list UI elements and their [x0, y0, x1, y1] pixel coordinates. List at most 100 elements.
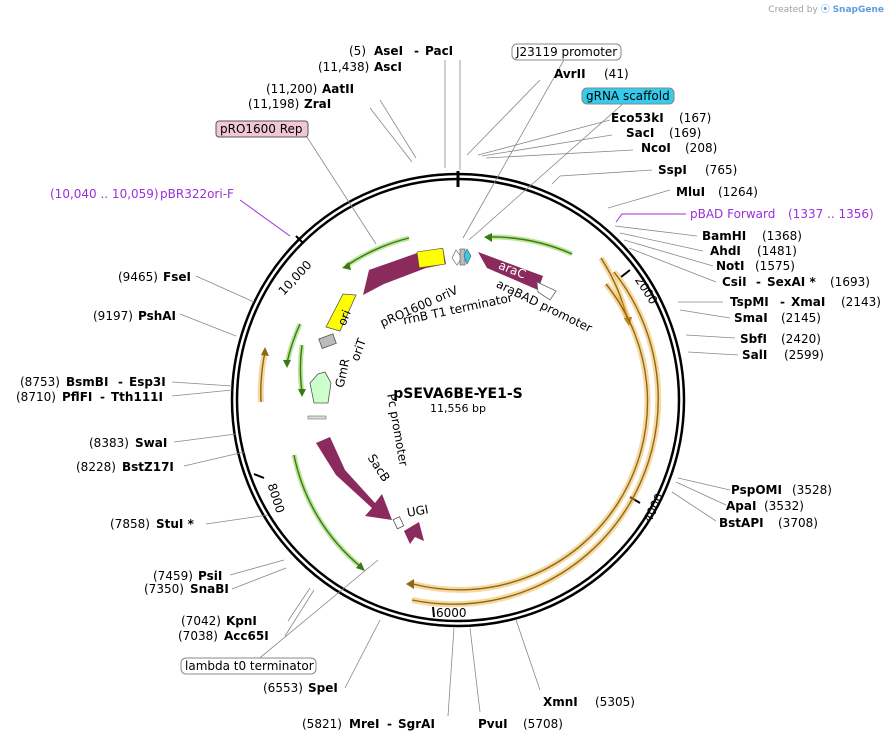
xmai-name[interactable]: XmaI: [791, 295, 825, 309]
csii-pos: (1693): [830, 275, 870, 289]
leader-lines: [171, 57, 739, 717]
mrei-sep: -: [387, 717, 392, 731]
sbfi-pos: (2420): [781, 332, 821, 346]
ugi-small-feature: [392, 516, 405, 530]
smai-name[interactable]: SmaI: [734, 311, 768, 325]
spei-pos: (6553): [263, 681, 303, 695]
asei-name[interactable]: AseI: [374, 44, 403, 58]
mlui-name[interactable]: MluI: [676, 185, 705, 199]
xmni-pos: (5305): [595, 695, 635, 709]
kpni-pos: (7042): [181, 614, 221, 628]
mrei-pos: (5821): [302, 717, 342, 731]
pvui-name[interactable]: PvuI: [478, 717, 508, 731]
fsei-name[interactable]: FseI: [163, 270, 191, 284]
grna-box: [581, 87, 675, 105]
saci-name[interactable]: SacI: [626, 126, 654, 140]
asci-pos: (11,438): [318, 60, 369, 74]
grna-scaffold-feature[interactable]: [463, 248, 472, 265]
eco53ki-name[interactable]: Eco53kI: [611, 111, 664, 125]
paci-name[interactable]: PacI: [425, 44, 453, 58]
sspi-name[interactable]: SspI: [658, 163, 687, 177]
sacb-label: SacB: [365, 452, 393, 485]
gmr-feature[interactable]: [309, 371, 332, 404]
sgrai-name[interactable]: SgrAI: [398, 717, 435, 731]
j23119-box: [511, 43, 622, 61]
arabad-promoter-feature[interactable]: [536, 281, 557, 301]
bsmbi-pos: (8753): [20, 375, 60, 389]
aatii-name[interactable]: AatII: [322, 82, 354, 96]
noti-name[interactable]: NotI: [716, 259, 745, 273]
asci-name[interactable]: AscI: [374, 60, 402, 74]
acc65i-pos: (7038): [178, 629, 218, 643]
csii-name[interactable]: CsiI: [722, 275, 747, 289]
arac-feature[interactable]: [478, 252, 543, 290]
pshai-pos: (9197): [93, 309, 133, 323]
orf-arc-inner-line: [412, 283, 649, 591]
apai-pos: (3532): [764, 499, 804, 513]
zrai-name[interactable]: ZraI: [304, 97, 331, 111]
ori-feature[interactable]: [325, 293, 357, 332]
pflfi-pos: (8710): [16, 390, 56, 404]
tspmi-name[interactable]: TspMI: [730, 295, 769, 309]
orf-green-top-line: [487, 236, 573, 255]
ncoi-pos: (208): [685, 141, 717, 155]
snapgene-credit: Created by ⦿ SnapGene: [768, 2, 884, 15]
sexai-name[interactable]: SexAI *: [767, 275, 816, 289]
fsei-pos: (9465): [118, 270, 158, 284]
psii-name[interactable]: PsiI: [198, 569, 222, 583]
pc-promoter-feature[interactable]: [307, 415, 327, 420]
tick-label-8000: 8000: [265, 481, 288, 514]
bamhi-name[interactable]: BamHI: [702, 229, 746, 243]
bsmbi-name[interactable]: BsmBI: [66, 375, 108, 389]
pflfi-sep: -: [100, 390, 105, 404]
kpni-name[interactable]: KpnI: [226, 614, 257, 628]
bstz17i-name[interactable]: BstZ17I: [122, 460, 174, 474]
ugi-feature[interactable]: [404, 522, 424, 544]
ncoi-name[interactable]: NcoI: [641, 141, 671, 155]
stui-name[interactable]: StuI *: [156, 517, 195, 531]
bstapi-name[interactable]: BstAPI: [719, 516, 764, 530]
esp3i-name[interactable]: Esp3I: [129, 375, 166, 389]
pbr322-primer-name: pBR322ori-F: [160, 187, 234, 201]
sbfi-name[interactable]: SbfI: [740, 332, 767, 346]
j23119-label: J23119 promoter: [515, 45, 617, 59]
pbad-primer-pos: (1337 .. 1356): [788, 207, 874, 221]
ahdi-name[interactable]: AhdI: [710, 244, 741, 258]
snabi-name[interactable]: SnaBI: [190, 582, 229, 596]
eco53ki-pos: (167): [679, 111, 711, 125]
spei-name[interactable]: SpeI: [308, 681, 338, 695]
sali-name[interactable]: SalI: [742, 348, 767, 362]
pbad-primer-name: pBAD Forward: [690, 207, 775, 221]
swai-name[interactable]: SwaI: [135, 436, 167, 450]
bstz17i-pos: (8228): [76, 460, 116, 474]
sacb-feature[interactable]: [316, 437, 392, 520]
snabi-pos: (7350): [144, 582, 184, 596]
aatii-pos: (11,200): [266, 82, 317, 96]
gmr-label: GmR: [333, 357, 353, 389]
avrii-name[interactable]: AvrII: [554, 67, 586, 81]
snapgene-logo-icon: ⦿: [820, 5, 830, 15]
xmni-name[interactable]: XmnI: [543, 695, 578, 709]
psii-pos: (7459): [153, 569, 193, 583]
tspmi-sep: -: [780, 295, 785, 309]
tick-label-6000: 6000: [436, 606, 467, 620]
smai-pos: (2145): [781, 311, 821, 325]
credit-brand: SnapGene: [832, 5, 884, 15]
orit-feature[interactable]: [318, 333, 337, 349]
pflfi-name[interactable]: PflFI: [62, 390, 92, 404]
grna-label: gRNA scaffold: [586, 89, 670, 103]
acc65i-name[interactable]: Acc65I: [224, 629, 269, 643]
orf-arc-small-head: [624, 317, 632, 326]
apai-name[interactable]: ApaI: [726, 499, 756, 513]
pshai-name[interactable]: PshAI: [138, 309, 176, 323]
pspomi-name[interactable]: PspOMI: [731, 483, 782, 497]
orf-green-left1-head: [283, 360, 291, 368]
mrei-name[interactable]: MreI: [349, 717, 379, 731]
orf-green-top-head: [484, 233, 492, 242]
tick-mark-4000: [629, 496, 641, 504]
saci-pos: (169): [669, 126, 701, 140]
tth111i-name[interactable]: Tth111I: [111, 390, 163, 404]
plasmid-size: 11,556 bp: [430, 402, 486, 415]
stui-pos: (7858): [110, 517, 150, 531]
